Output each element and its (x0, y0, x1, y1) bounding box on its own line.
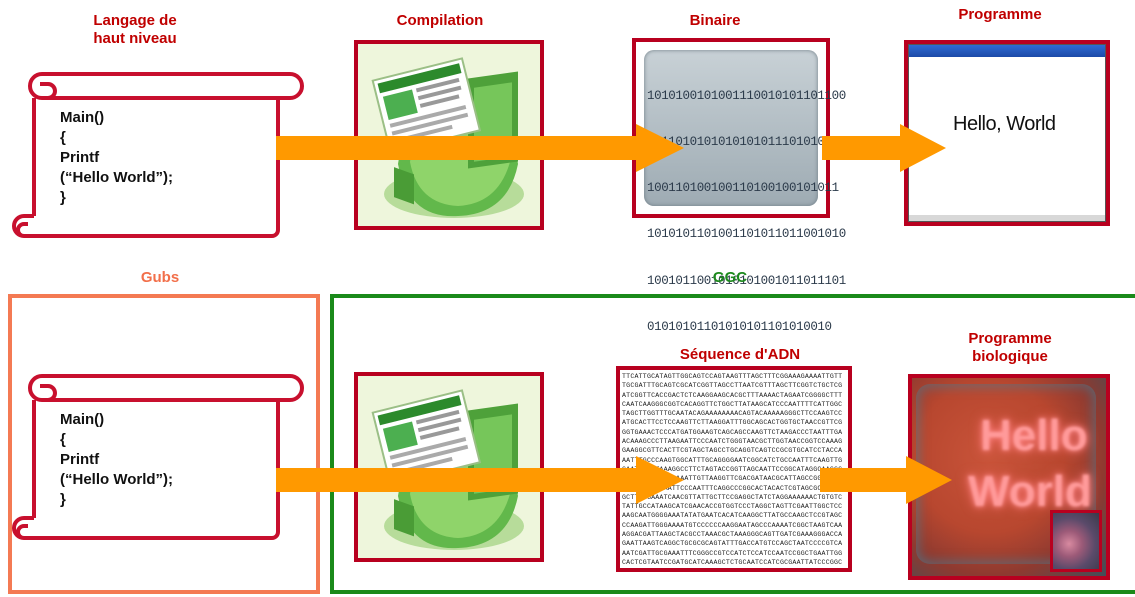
binary-line: 101101010101010101110101000 (647, 135, 839, 150)
dna-sequence-text: TTCATTGCATAGTTGGCAGTCCAGTAAGTTTAGCTTTCGG… (622, 373, 843, 566)
bio-hello-text: Hello (980, 411, 1088, 460)
code-line: (“Hello World”); (60, 471, 174, 488)
code-line: { (60, 129, 66, 146)
code-line: Printf (60, 149, 100, 166)
window-titlebar (909, 45, 1105, 57)
bacteria-thumbnail-icon (1050, 510, 1102, 572)
binary-line: 100110100100110100100101011 (647, 181, 839, 196)
label-dna-sequence: Séquence d'ADN (679, 346, 801, 363)
ggc-frame (330, 294, 1135, 594)
source-code-scroll-bottom: Main() { Printf (“Hello World”); } (12, 372, 304, 544)
scroll-icon (12, 72, 304, 238)
binary-line: 1001011001010101001011011101 (647, 273, 846, 288)
label-biological-program: Programme biologique (968, 330, 1052, 365)
label-high-level-language: Langage de haut niveau (93, 12, 177, 47)
program-window-box: Hello, World (904, 40, 1110, 226)
binary-box: 1010100101001110010101101100 10110101010… (632, 38, 846, 426)
code-line: Main() (60, 411, 105, 428)
code-line: Printf (60, 451, 100, 468)
code-line: Main() (60, 109, 105, 126)
arrow-bottom-short (820, 456, 952, 504)
code-block: Main() { Printf (“Hello World”); } (60, 108, 173, 208)
label-program: Programme (958, 6, 1042, 23)
code-line: { (60, 431, 66, 448)
binary-line: 01010101101010101101010010 (647, 319, 832, 334)
code-line: } (60, 189, 66, 206)
arrow-top-long (276, 124, 684, 172)
label-binary: Binaire (689, 12, 741, 29)
source-code-scroll-top: Main() { Printf (“Hello World”); } (12, 70, 304, 242)
code-line: } (60, 491, 66, 508)
scroll-icon (12, 374, 304, 540)
program-output-text: Hello, World (953, 113, 1056, 135)
code-line: (“Hello World”); (60, 169, 174, 186)
code-block: Main() { Printf (“Hello World”); } (60, 410, 173, 510)
label-ggc: GGC (712, 269, 748, 286)
window-statusbar (909, 215, 1105, 221)
program-window: Hello, World (908, 44, 1106, 222)
label-gubs: Gubs (140, 269, 180, 286)
biological-program-box: Hello World (908, 374, 1110, 580)
dna-sequence-box: TTCATTGCATAGTTGGCAGTCCAGTAAGTTTAGCTTTCGG… (616, 366, 852, 572)
binary-line: 1010100101001110010101101100 (647, 88, 846, 103)
compiler-box-top (354, 40, 544, 230)
arrow-bottom-long (276, 456, 684, 504)
binary-line: 1010101101001101011011001010 (647, 227, 846, 242)
gubs-frame (8, 294, 320, 594)
arrow-top-short (822, 124, 946, 172)
bio-world-text: World (968, 467, 1092, 516)
label-compilation: Compilation (396, 12, 484, 29)
